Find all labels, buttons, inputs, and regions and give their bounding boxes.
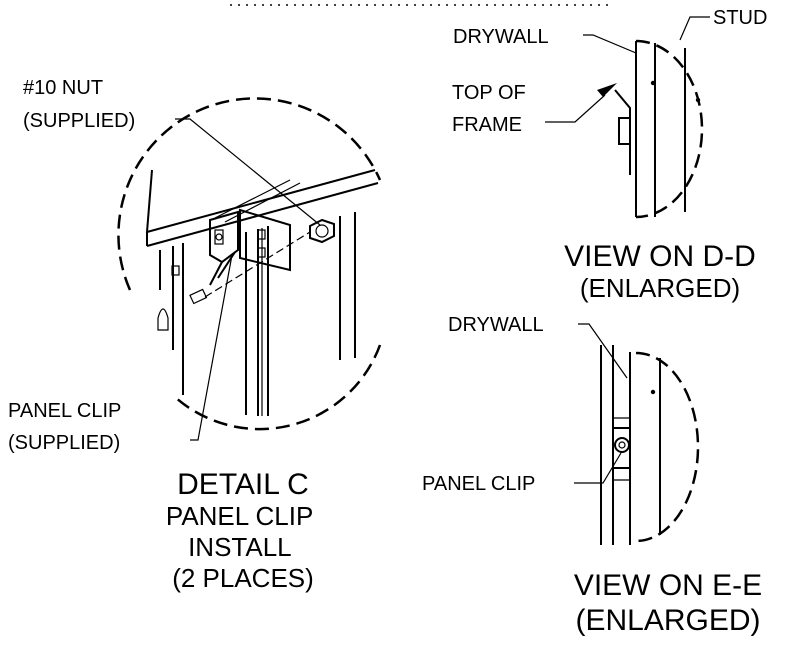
view-dd: DRYWALL STUD TOP OF FRAME VIEW ON D-D (E… bbox=[452, 7, 767, 303]
view-dd-section bbox=[597, 41, 701, 217]
top-of-frame-label: TOP OF FRAME bbox=[452, 82, 531, 136]
view-ee-section bbox=[600, 345, 661, 545]
detail-c-view: #10 NUT (SUPPLIED) PANEL CLIP (SUPPLIED)… bbox=[8, 77, 382, 593]
detail-c-clip-label: PANEL CLIP (SUPPLIED) bbox=[8, 400, 127, 454]
top-of-frame-arrowhead bbox=[597, 83, 617, 97]
frame-assembly-drawing bbox=[146, 169, 379, 416]
detail-c-dashed-circle bbox=[117, 97, 382, 291]
view-dd-dashed-arc bbox=[635, 39, 704, 219]
view-ee-drywall-label: DRYWALL bbox=[448, 314, 544, 336]
nut-label: #10 NUT (SUPPLIED) bbox=[23, 77, 135, 132]
clip-leader-line bbox=[190, 254, 233, 441]
view-ee-dashed-arc bbox=[635, 351, 700, 543]
view-dd-title: VIEW ON D-D bbox=[564, 240, 756, 273]
nut-leader-line bbox=[175, 118, 321, 226]
detail-c-title: DETAIL C bbox=[177, 468, 309, 501]
view-dd-drywall-label: DRYWALL bbox=[453, 26, 549, 48]
view-ee: DRYWALL PANEL CLIP VIEW ON E-E (ENLARGED… bbox=[422, 314, 762, 637]
detail-c-subtitle: PANEL CLIP INSTALL (2 PLACES) bbox=[166, 501, 320, 593]
stud-label: STUD bbox=[713, 7, 767, 29]
view-ee-clip-label: PANEL CLIP bbox=[422, 473, 535, 495]
view-ee-subtitle: (ENLARGED) bbox=[575, 604, 760, 637]
view-ee-title: VIEW ON E-E bbox=[574, 569, 762, 602]
view-dd-subtitle: (ENLARGED) bbox=[580, 273, 740, 303]
